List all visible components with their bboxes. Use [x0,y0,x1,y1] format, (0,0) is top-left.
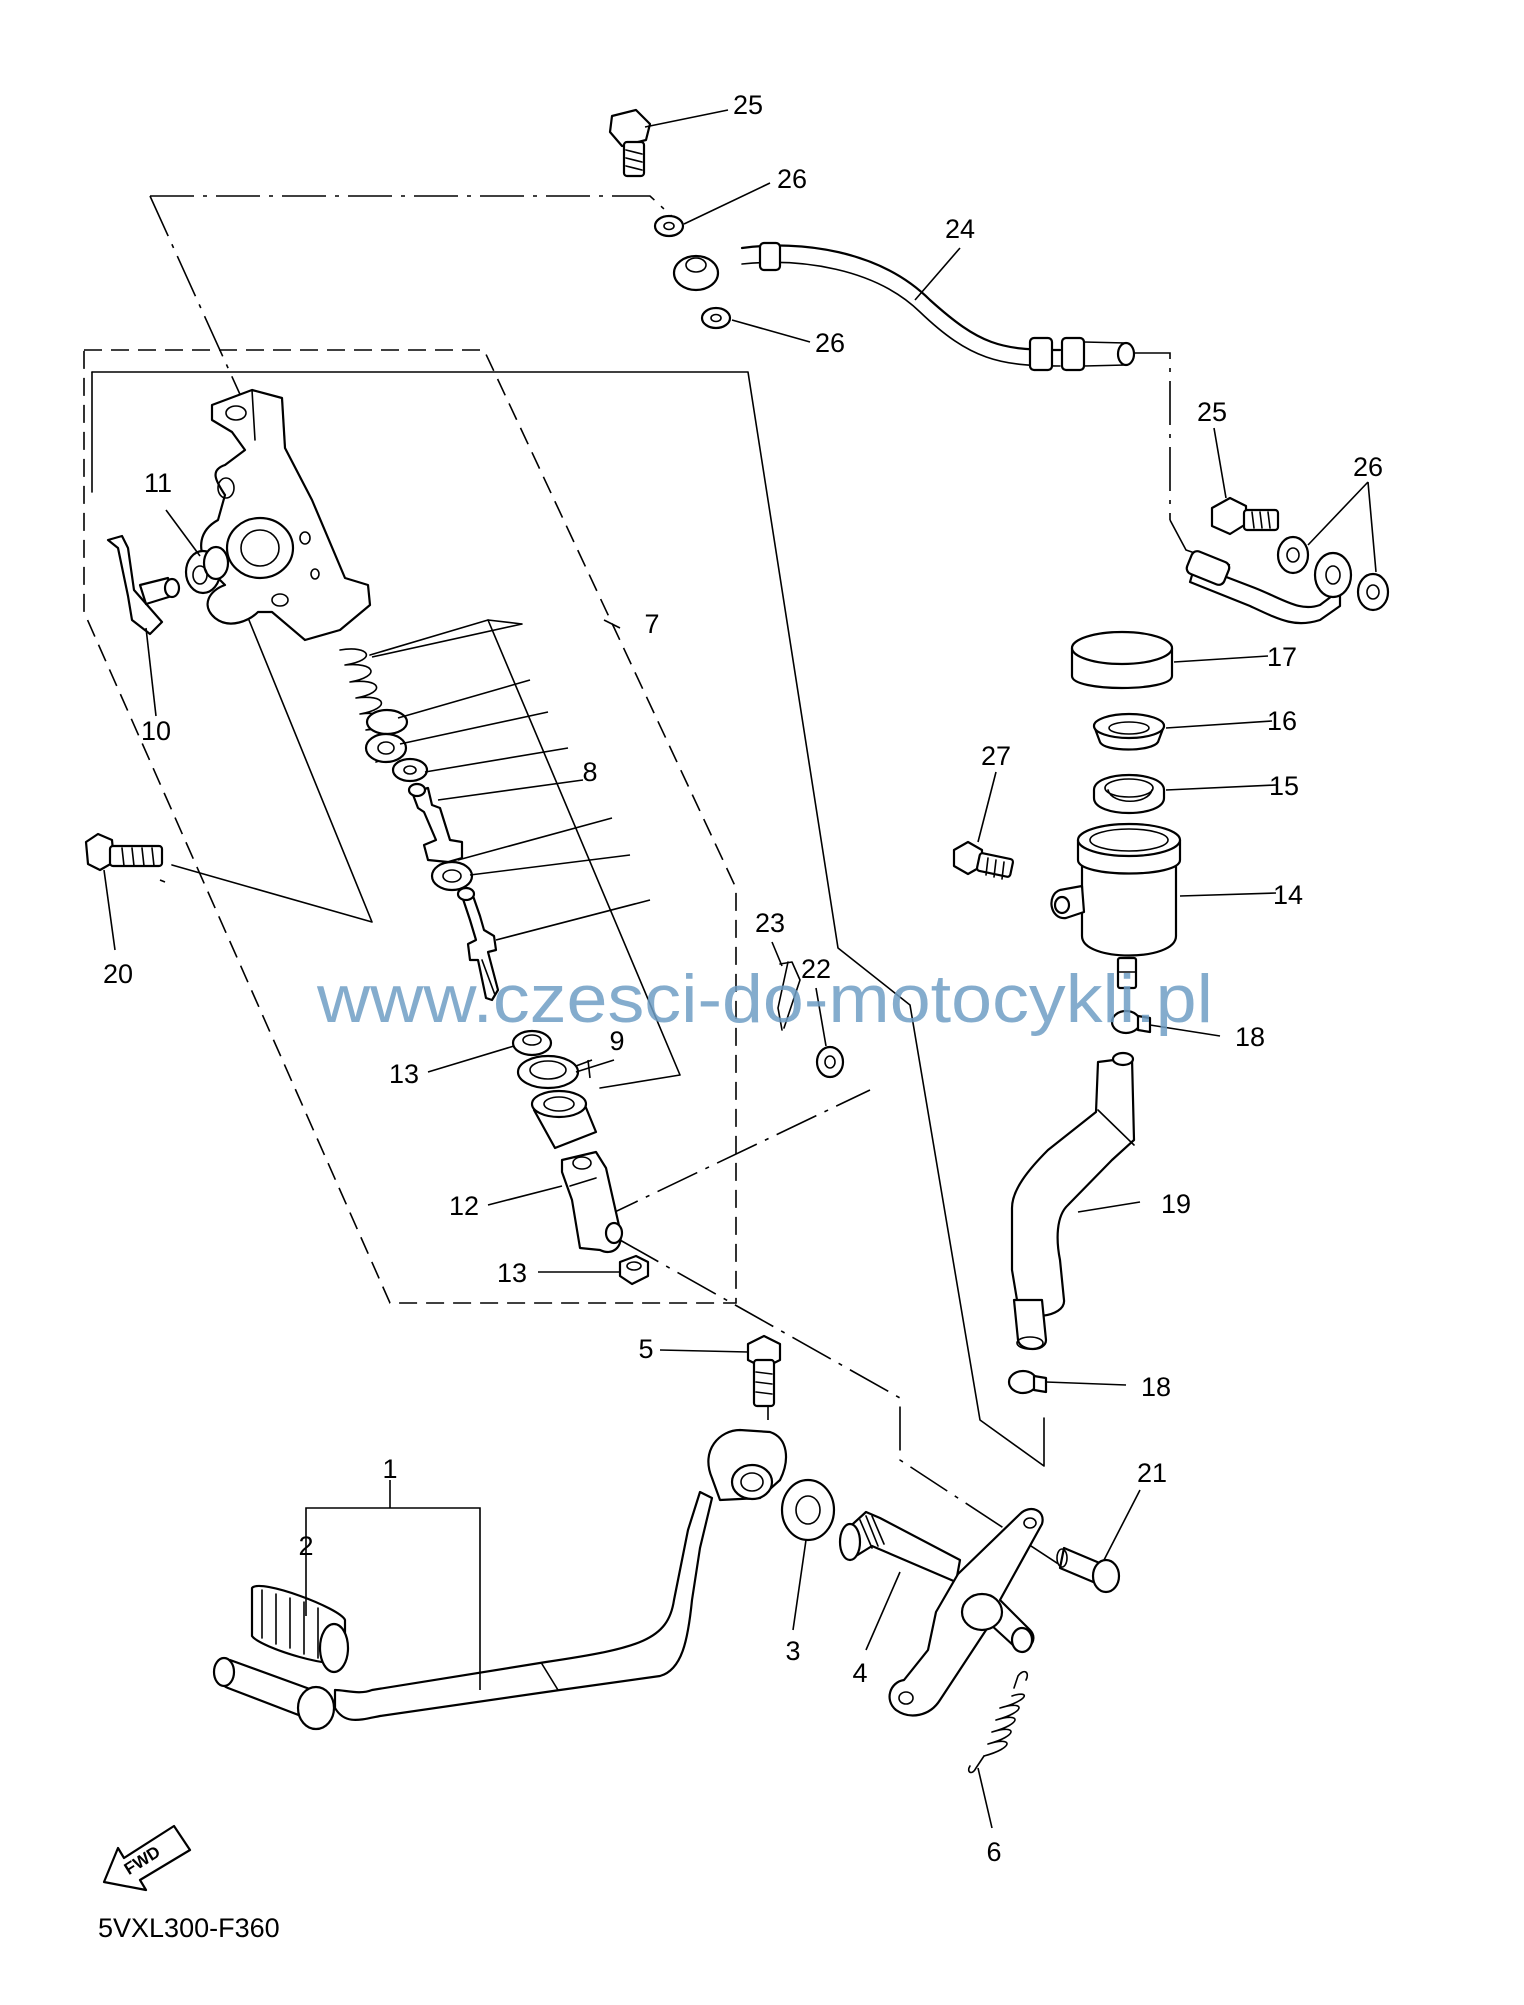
reservoir-plug [184,545,230,595]
callout-17: 17 [1267,642,1297,672]
hose-clamps [1007,1009,1152,1395]
callout-26-right: 26 [1353,452,1383,482]
callout-4: 4 [852,1658,867,1688]
banjo-bolt-upper [608,108,652,178]
callout-24: 24 [945,214,975,244]
callout-26-middle: 26 [815,328,845,358]
callout-19: 19 [1161,1189,1191,1219]
reservoir-cap [1070,630,1174,690]
bolt-alignment-chain [150,195,679,223]
reservoir-hose [1010,1051,1136,1351]
diagram-code: 5VXL300-F360 [98,1913,280,1943]
callout-6: 6 [986,1837,1001,1867]
pedal-washer [780,1478,836,1542]
callout-25-upper: 25 [733,90,763,120]
cotter-pin [777,961,801,1031]
callout-11: 11 [144,468,172,498]
callout-13-lower: 13 [497,1258,527,1288]
clevis-pin-21 [1056,1546,1121,1594]
callout-21: 21 [1137,1458,1167,1488]
master-cylinder-body [200,388,372,642]
callout-25-lower: 25 [1197,397,1227,427]
mounting-bolt-20 [84,832,164,872]
callout-numbers: 1 2 3 4 5 6 7 8 9 10 11 12 13 13 14 15 1… [103,90,1383,1867]
return-spring-6 [967,1670,1029,1774]
callout-18-upper: 18 [1235,1022,1265,1052]
callout-8: 8 [582,757,597,787]
callout-18-lower: 18 [1141,1372,1171,1402]
master-cylinder-assembly-outline [83,349,737,1304]
brake-pedal [212,1428,788,1731]
callout-15: 15 [1269,771,1299,801]
diaphragm [1092,774,1166,814]
callout-5: 5 [638,1334,653,1364]
watermark-url: www.czesci-do-motocykli.pl [316,961,1213,1037]
system-outline [91,371,1045,1467]
callout-20: 20 [103,959,133,989]
callout-12: 12 [449,1191,479,1221]
callout-7: 7 [644,609,659,639]
fwd-arrow: FWD [102,1824,192,1892]
leader-lines [103,109,1377,1829]
callout-2: 2 [298,1531,313,1561]
reservoir-tank [1050,822,1182,990]
reservoir-bolt-27 [952,840,1015,880]
pin-washer [815,1045,845,1079]
callout-22: 22 [801,954,831,984]
banjo-bolt-lower [1210,496,1280,536]
callout-9: 9 [609,1026,624,1056]
pedal-bolt-5 [746,1334,782,1408]
callout-14: 14 [1273,880,1303,910]
diaphragm-plate [1092,712,1166,751]
brake-switch [106,534,181,636]
callout-10: 10 [141,716,171,746]
piston-kit [339,623,651,1150]
pedal-rubber [250,1585,350,1674]
clevis [560,1150,624,1254]
callout-23: 23 [755,908,785,938]
callout-3: 3 [785,1636,800,1666]
repair-kit-bracket [487,619,681,1089]
callout-13-upper: 13 [389,1059,419,1089]
callout-16: 16 [1267,706,1297,736]
callout-27: 27 [981,741,1011,771]
callout-26-upper: 26 [777,164,807,194]
brake-hose [672,241,1342,625]
callout-1: 1 [382,1454,397,1484]
pedal-shaft [838,1507,1044,1717]
copper-washers [653,214,1390,612]
lock-nut [618,1254,650,1286]
